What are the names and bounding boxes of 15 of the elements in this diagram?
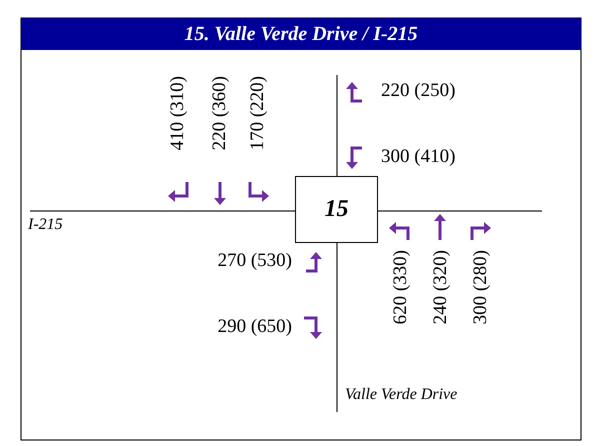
volume-label: 300 (410) xyxy=(381,146,456,168)
volume-label: 170 (220) xyxy=(247,76,269,150)
volume-label: 620 (330) xyxy=(390,250,412,324)
intersection-number: 15 xyxy=(324,196,348,223)
volume-label: 300 (280) xyxy=(470,250,492,324)
volume-label: 290 (650) xyxy=(218,316,292,338)
volume-label: 270 (530) xyxy=(218,250,292,272)
volume-label: 240 (320) xyxy=(430,250,452,324)
volume-label: 410 (310) xyxy=(167,76,189,150)
intersection-box xyxy=(295,176,378,243)
volume-label: 220 (360) xyxy=(209,76,231,150)
street-name: Valle Verde Drive xyxy=(345,386,458,404)
title-banner: 15. Valle Verde Drive / I-215 xyxy=(21,18,581,50)
street-name: I-215 xyxy=(28,216,63,234)
volume-label: 220 (250) xyxy=(381,80,456,102)
